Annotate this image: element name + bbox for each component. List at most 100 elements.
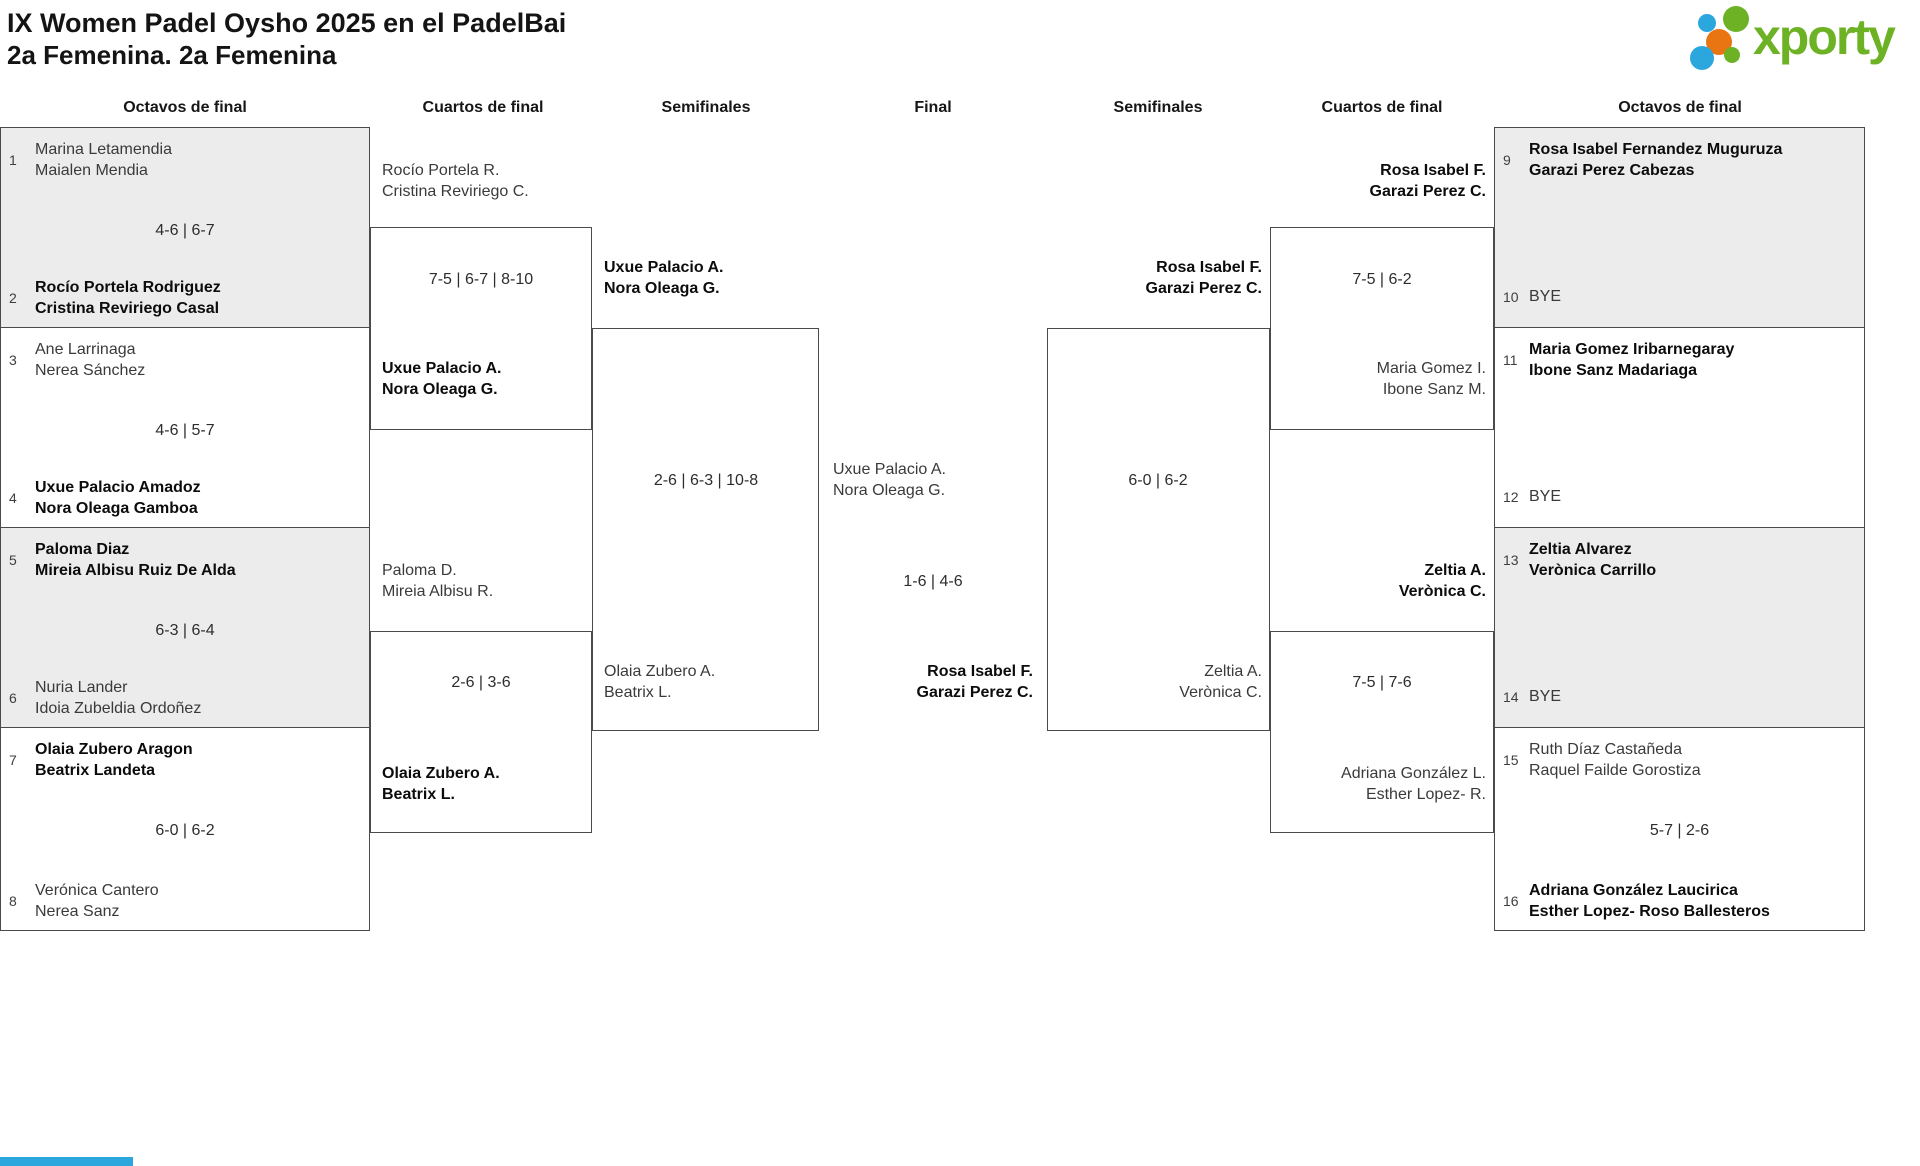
match-score: 7-5 | 6-7 | 8-10 bbox=[428, 271, 534, 288]
player-name: Rosa Isabel F. bbox=[927, 663, 1033, 680]
team-label: Uxue Palacio A. Nora Oleaga G. bbox=[604, 257, 723, 299]
player-name: Ane Larrinaga bbox=[35, 341, 136, 358]
team-row: 11 Maria Gomez Iribarnegaray Ibone Sanz … bbox=[1503, 339, 1860, 381]
team-label: Adriana González L. Esther Lopez- R. bbox=[1341, 763, 1486, 805]
player-name: Cristina Reviriego C. bbox=[382, 183, 529, 200]
team-label: Uxue Palacio A. Nora Oleaga G. bbox=[382, 358, 501, 400]
player-name: Uxue Palacio A. bbox=[382, 360, 502, 377]
team-names: Zeltia Alvarez Verònica Carrillo bbox=[1529, 539, 1656, 581]
team-names: Rocío Portela Rodriguez Cristina Revirie… bbox=[35, 277, 221, 319]
seed-number: 10 bbox=[1503, 288, 1519, 305]
player-name: Raquel Failde Gorostiza bbox=[1529, 762, 1701, 779]
seed-number: 7 bbox=[9, 752, 17, 768]
team-names: Ane Larrinaga Nerea Sánchez bbox=[35, 339, 145, 381]
quarterfinal-right-top-box bbox=[1270, 227, 1494, 430]
player-name: Beatrix L. bbox=[382, 786, 455, 803]
seed-number: 15 bbox=[1503, 752, 1519, 768]
player-name: Rosa Isabel F. bbox=[1380, 162, 1486, 179]
match-cell-8: 15 Ruth Díaz Castañeda Raquel Failde Gor… bbox=[1495, 728, 1864, 930]
match-cell-7: 13 Zeltia Alvarez Verònica Carrillo 14 B… bbox=[1495, 528, 1864, 728]
seed-number: 5 bbox=[9, 552, 17, 568]
team-row: 9 Rosa Isabel Fernandez Muguruza Garazi … bbox=[1503, 139, 1860, 181]
bye-label: BYE bbox=[1529, 288, 1562, 305]
quarterfinal-left-top-box bbox=[370, 227, 592, 430]
seed-number: 4 bbox=[9, 490, 17, 506]
team-label: Zeltia A. Verònica C. bbox=[1179, 661, 1262, 703]
column-header-octavos-left: Octavos de final bbox=[123, 99, 247, 116]
bye-label: BYE bbox=[1529, 488, 1562, 505]
seed-number: 3 bbox=[9, 352, 17, 368]
player-name: Rocío Portela Rodriguez bbox=[35, 279, 221, 296]
column-header-cuartos-right: Cuartos de final bbox=[1321, 99, 1443, 116]
player-name: Idoia Zubeldia Ordoñez bbox=[35, 700, 202, 717]
xporty-logo: xporty bbox=[1686, 3, 1896, 71]
player-name: Verónica Cantero bbox=[35, 882, 159, 899]
quarterfinal-left-bottom-box bbox=[370, 631, 592, 833]
player-name: Maialen Mendia bbox=[35, 162, 148, 179]
team-row: 4 Uxue Palacio Amadoz Nora Oleaga Gamboa bbox=[9, 477, 365, 519]
player-name: Adriana González Laucirica bbox=[1529, 882, 1738, 899]
team-row: 16 Adriana González Laucirica Esther Lop… bbox=[1503, 880, 1860, 922]
team-names: Ruth Díaz Castañeda Raquel Failde Gorost… bbox=[1529, 739, 1701, 781]
player-name: Rosa Isabel F. bbox=[1156, 259, 1262, 276]
team-row: 13 Zeltia Alvarez Verònica Carrillo bbox=[1503, 539, 1860, 581]
match-score: 4-6 | 6-7 bbox=[155, 222, 215, 239]
player-name: Olaia Zubero Aragon bbox=[35, 741, 193, 758]
xporty-logo-dots-icon bbox=[1690, 6, 1749, 70]
player-name: Nora Oleaga G. bbox=[604, 280, 720, 297]
player-name: Esther Lopez- Roso Ballesteros bbox=[1529, 903, 1770, 920]
player-name: Zeltia A. bbox=[1424, 562, 1486, 579]
player-name: Garazi Perez C. bbox=[1145, 280, 1263, 297]
team-label: Maria Gomez I. Ibone Sanz M. bbox=[1377, 358, 1486, 400]
column-header-semis-left: Semifinales bbox=[661, 99, 751, 116]
player-name: Rocío Portela R. bbox=[382, 162, 500, 179]
player-name: Garazi Perez Cabezas bbox=[1529, 162, 1695, 179]
player-name: Beatrix Landeta bbox=[35, 762, 156, 779]
team-names: Uxue Palacio Amadoz Nora Oleaga Gamboa bbox=[35, 477, 201, 519]
player-name: Maria Gomez I. bbox=[1376, 360, 1486, 377]
bye-label: BYE bbox=[1529, 688, 1562, 705]
team-label: Rocío Portela R. Cristina Reviriego C. bbox=[382, 160, 529, 202]
match-score: 6-0 | 6-2 bbox=[1128, 472, 1188, 489]
team-row: 7 Olaia Zubero Aragon Beatrix Landeta bbox=[9, 739, 365, 781]
match-score: 2-6 | 6-3 | 10-8 bbox=[653, 472, 759, 489]
match-cell-6: 11 Maria Gomez Iribarnegaray Ibone Sanz … bbox=[1495, 328, 1864, 528]
team-label: Rosa Isabel F. Garazi Perez C. bbox=[917, 661, 1034, 703]
player-name: Esther Lopez- R. bbox=[1365, 786, 1486, 803]
player-name: Olaia Zubero A. bbox=[382, 765, 500, 782]
player-name: Nora Oleaga G. bbox=[833, 482, 946, 499]
player-name: Uxue Palacio A. bbox=[604, 259, 724, 276]
team-label: Olaia Zubero A. Beatrix L. bbox=[382, 763, 500, 805]
player-name: Marina Letamendia bbox=[35, 141, 172, 158]
seed-number: 9 bbox=[1503, 152, 1511, 168]
player-name: Olaia Zubero A. bbox=[604, 663, 716, 680]
team-label: Zeltia A. Verònica C. bbox=[1399, 560, 1486, 602]
match-cell-4: 7 Olaia Zubero Aragon Beatrix Landeta 6-… bbox=[1, 728, 369, 930]
player-name: Uxue Palacio Amadoz bbox=[35, 479, 201, 496]
player-name: Maria Gomez Iribarnegaray bbox=[1529, 341, 1735, 358]
match-score: 7-5 | 7-6 bbox=[1352, 674, 1412, 691]
team-label: Paloma D. Mireia Albisu R. bbox=[382, 560, 493, 602]
team-names: Paloma Diaz Mireia Albisu Ruiz De Alda bbox=[35, 539, 236, 581]
player-name: Ibone Sanz M. bbox=[1382, 381, 1486, 398]
seed-number: 2 bbox=[9, 290, 17, 306]
match-cell-5: 9 Rosa Isabel Fernandez Muguruza Garazi … bbox=[1495, 128, 1864, 328]
player-name: Nuria Lander bbox=[35, 679, 128, 696]
player-name: Zeltia A. bbox=[1204, 663, 1262, 680]
team-names: Marina Letamendia Maialen Mendia bbox=[35, 139, 172, 181]
team-row: 8 Verónica Cantero Nerea Sanz bbox=[9, 880, 365, 922]
team-row: 1 Marina Letamendia Maialen Mendia bbox=[9, 139, 365, 181]
player-name: Cristina Reviriego Casal bbox=[35, 300, 220, 317]
player-name: Zeltia Alvarez bbox=[1529, 541, 1632, 558]
footer-accent-bar bbox=[0, 1157, 133, 1166]
team-row: 2 Rocío Portela Rodriguez Cristina Revir… bbox=[9, 277, 365, 319]
match-score: 4-6 | 5-7 bbox=[155, 422, 215, 439]
player-name: Nora Oleaga Gamboa bbox=[35, 500, 198, 517]
player-name: Nerea Sanz bbox=[35, 903, 120, 920]
team-row: 15 Ruth Díaz Castañeda Raquel Failde Gor… bbox=[1503, 739, 1860, 781]
seed-number: 8 bbox=[9, 893, 17, 909]
team-label: Rosa Isabel F. Garazi Perez C. bbox=[1370, 160, 1487, 202]
team-names: Rosa Isabel Fernandez Muguruza Garazi Pe… bbox=[1529, 139, 1782, 181]
seed-number: 14 bbox=[1503, 688, 1519, 705]
player-name: Paloma D. bbox=[382, 562, 457, 579]
